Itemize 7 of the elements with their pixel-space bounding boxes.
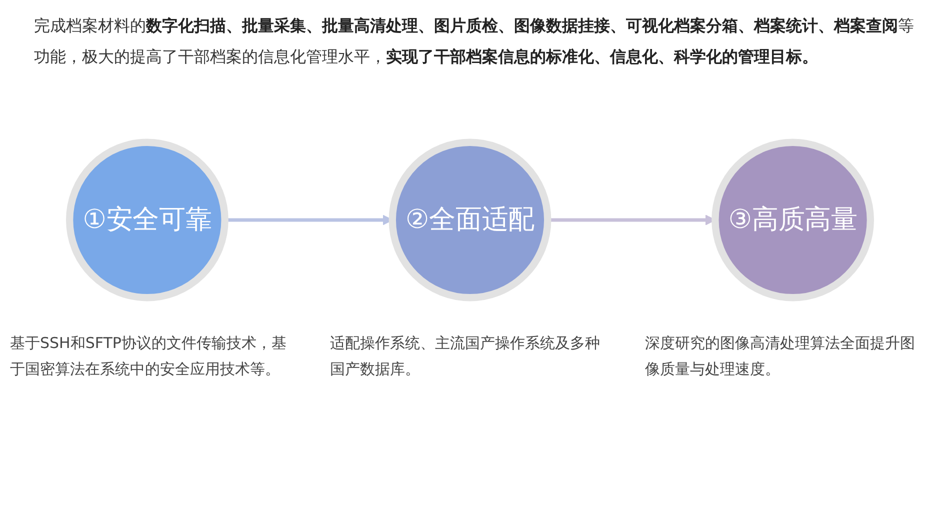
intro-paragraph: 完成档案材料的数字化扫描、批量采集、批量高清处理、图片质检、图像数据挂接、可视化档案分箱、档案统计、档案查阅等功能，极大的提高了干部档案的信息化管理水平，实现了干部档案信息的标准化、信息化、科学化的管理目标。 bbox=[34, 15, 914, 68]
node-circle: ②全面适配 bbox=[388, 138, 552, 302]
description-text: 基于SSH和SFTP协议的文件传输技术，基于国密算法在系统中的安全应用技术等。 bbox=[10, 333, 288, 380]
description-text: 适配操作系统、主流国产操作系统及多种国产数据库。 bbox=[330, 333, 601, 380]
description-text: 深度研究的图像高清处理算法全面提升图像质量与处理速度。 bbox=[645, 333, 916, 380]
node-circle: ③高质高量 bbox=[712, 138, 874, 302]
node-circle: ①安全可靠 bbox=[66, 138, 228, 302]
